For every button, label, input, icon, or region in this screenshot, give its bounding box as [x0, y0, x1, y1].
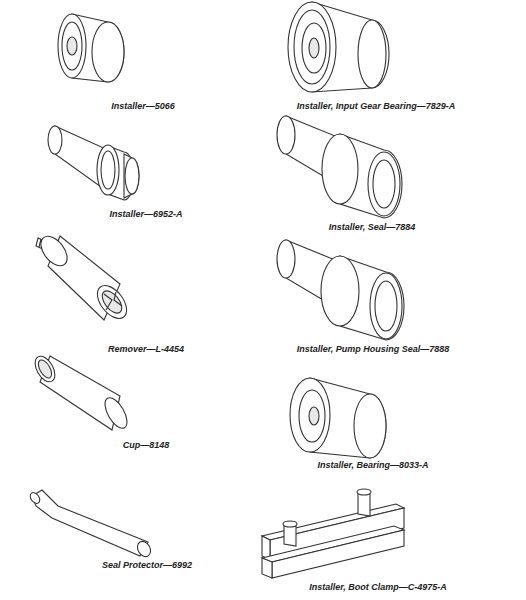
tool-caption: Installer, Pump Housing Seal—7888: [297, 344, 450, 354]
tool-caption: Installer, Bearing—8033-A: [317, 460, 428, 470]
tool-caption: Installer—6952-A: [109, 209, 182, 219]
seal-protector-6992-drawing: [28, 490, 153, 559]
installer-7884-drawing: [277, 116, 402, 218]
tool-caption: Installer—5066: [111, 101, 175, 111]
tool-caption: Installer, Boot Clamp—C-4975-A: [309, 582, 447, 592]
installer-7888-drawing: [277, 240, 404, 340]
cup-8148-drawing: [31, 353, 131, 432]
tool-caption: Cup—8148: [123, 440, 170, 450]
installer-c4975a-drawing: [262, 489, 404, 578]
tool-caption: Remover—L-4454: [108, 344, 184, 354]
tool-caption: Installer, Input Gear Bearing—7829-A: [297, 101, 456, 111]
installer-5066-drawing: [58, 14, 124, 82]
tool-caption: Installer, Seal—7884: [329, 222, 416, 232]
installer-8033a-drawing: [290, 378, 386, 458]
remover-l4454-drawing: [36, 231, 133, 323]
installer-6952a-drawing: [48, 126, 139, 200]
tool-caption: Seal Protector—6992: [102, 560, 192, 570]
installer-7829a-drawing: [288, 2, 389, 92]
